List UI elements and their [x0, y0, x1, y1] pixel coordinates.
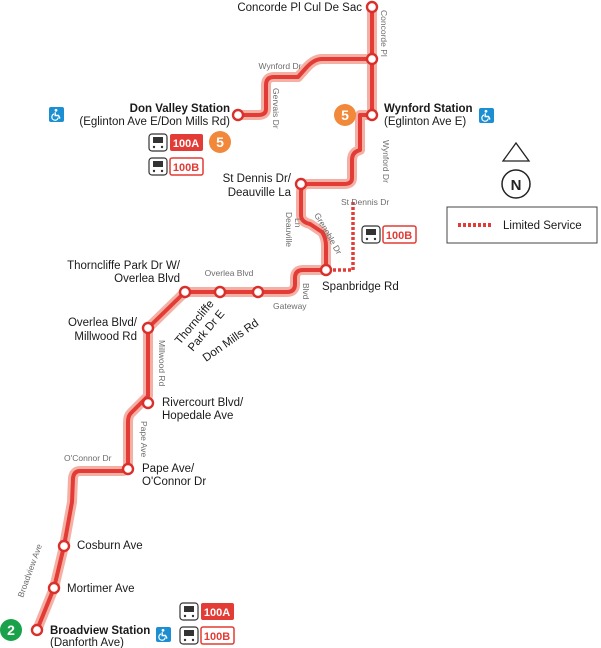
label-mortimer: Mortimer Ave: [67, 583, 135, 595]
stop-thorncliffe-w[interactable]: [178, 285, 192, 299]
label-don-valley-sub: (Eglinton Ave E/Don Mills Rd): [79, 116, 230, 128]
street-millwood: Millwood Rd: [157, 340, 167, 387]
route-100b-label: 100B: [386, 230, 412, 242]
label-wynford-name: Wynford Station: [384, 103, 473, 115]
label-wynford-sub: (Eglinton Ave E): [384, 116, 466, 128]
route-badge-group-limited: 100B: [361, 225, 417, 244]
street-deauville-2: Ln: [293, 218, 303, 228]
street-wynford-top: Wynford Dr: [259, 61, 302, 71]
line-2-number-broadview: 2: [7, 622, 15, 638]
label-pape-2: O'Connor Dr: [142, 476, 206, 488]
route-badge-group-broadview: 100A 100B: [179, 602, 235, 645]
label-cosburn: Cosburn Ave: [77, 540, 143, 552]
stop-pape[interactable]: [121, 462, 135, 476]
stop-concorde[interactable]: [365, 0, 379, 14]
street-broadview: Broadview Ave: [15, 542, 44, 598]
street-wynford-side: Wynford Dr: [381, 140, 391, 183]
label-thorncliffe-w-2: Overlea Blvd: [114, 273, 180, 285]
label-overlea-2: Millwood Rd: [74, 331, 137, 343]
north-circle-icon: [501, 169, 531, 199]
stop-broadview[interactable]: [30, 623, 44, 637]
label-overlea-1: Overlea Blvd/: [68, 317, 138, 329]
route-100a-badge[interactable]: [201, 603, 234, 620]
label-rivercourt-2: Hopedale Ave: [162, 410, 233, 422]
route-100b-badge[interactable]: [382, 225, 417, 244]
line-5-badge-wynford: [334, 104, 356, 126]
stop-overlea[interactable]: [141, 321, 155, 335]
label-concorde: Concorde Pl Cul De Sac: [237, 2, 362, 14]
label-thorncliffe-w-1: Thorncliffe Park Dr W/: [67, 260, 181, 272]
route-100a-label: 100A: [173, 138, 199, 150]
north-label: N: [511, 177, 522, 194]
line-5-number-don-valley: 5: [216, 134, 224, 150]
street-gateway-1: Blvd: [301, 283, 311, 300]
stop-cosburn[interactable]: [57, 539, 71, 553]
stop-thorncliffe-e[interactable]: [213, 285, 227, 299]
limited-service-line: [326, 202, 355, 272]
street-gervais: Gervais Dr: [271, 88, 281, 129]
north-arrow-icon: [501, 141, 531, 162]
stop-don-valley[interactable]: [231, 108, 245, 122]
route-100a-label: 100A: [204, 607, 230, 619]
stop-wynford-turn[interactable]: [365, 52, 379, 66]
label-st-dennis-2: Deauville La: [228, 187, 292, 199]
route-100b-badge[interactable]: [169, 157, 204, 176]
route-100b-badge[interactable]: [200, 626, 235, 645]
line-5-number-wynford: 5: [341, 107, 349, 123]
stop-st-dennis[interactable]: [294, 177, 308, 191]
wheelchair-accessible-icon: [479, 108, 494, 123]
street-st-dennis: St Dennis Dr: [341, 197, 389, 207]
label-pape-1: Pape Ave/: [142, 463, 195, 475]
stop-spanbridge[interactable]: [319, 263, 333, 277]
stop-mortimer[interactable]: [47, 581, 61, 595]
street-concorde-pl: Concorde Pl: [379, 10, 389, 57]
line-5-badge-don-valley: [209, 131, 231, 153]
street-deauville-1: Deauville: [284, 212, 294, 247]
route-100a-badge[interactable]: [170, 134, 203, 151]
stop-wynford-station[interactable]: [365, 108, 379, 122]
street-pape: Pape Ave: [139, 421, 149, 458]
route-100b-label: 100B: [173, 162, 199, 174]
route-badge-group-don-valley: 100A 100B: [148, 133, 204, 176]
stop-rivercourt[interactable]: [141, 396, 155, 410]
label-st-dennis-1: St Dennis Dr/: [223, 173, 292, 185]
stop-don-mills[interactable]: [251, 285, 265, 299]
route-100b-label: 100B: [204, 631, 230, 643]
label-rivercourt-1: Rivercourt Blvd/: [162, 397, 244, 409]
label-don-valley-name: Don Valley Station: [130, 103, 230, 115]
street-oconnor: O'Connor Dr: [64, 453, 112, 463]
line-2-badge-broadview: [0, 619, 22, 641]
label-broadview-sub: (Danforth Ave): [50, 637, 124, 648]
label-spanbridge: Spanbridge Rd: [322, 281, 399, 293]
street-overlea: Overlea Blvd: [205, 268, 254, 278]
legend-limited-service-label: Limited Service: [503, 220, 582, 232]
legend-box: [446, 206, 598, 244]
wheelchair-accessible-icon: [49, 107, 64, 122]
wheelchair-accessible-icon: [156, 627, 171, 642]
street-gateway-2: Gateway: [273, 301, 307, 311]
label-broadview-name: Broadview Station: [50, 625, 150, 637]
